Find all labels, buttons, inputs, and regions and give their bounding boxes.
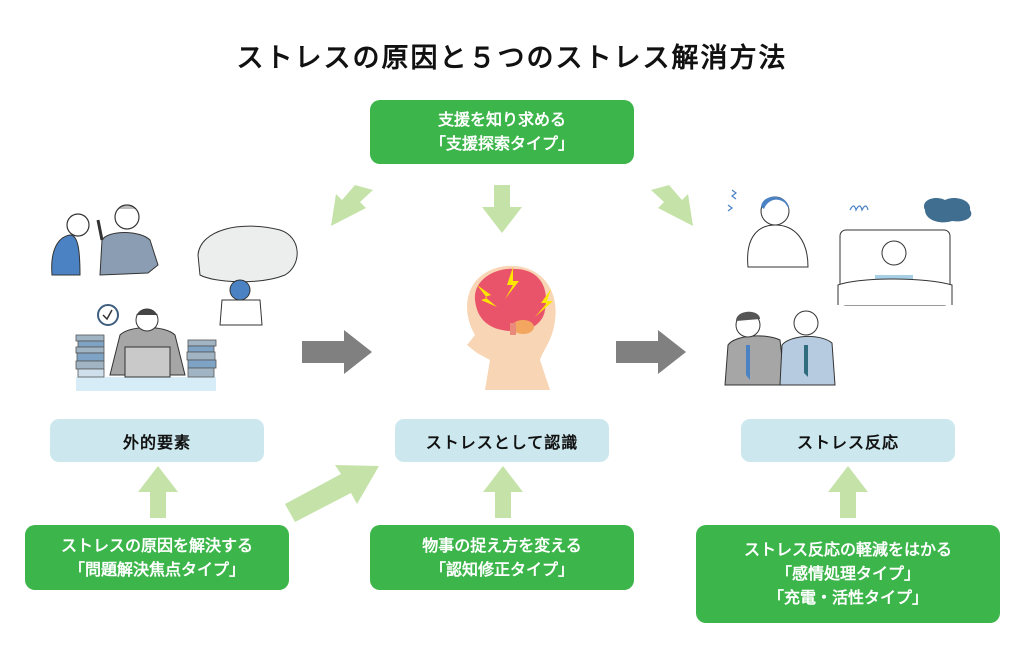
insomnia-figure — [837, 205, 953, 306]
problem-solving-line2: 「問題解決焦点タイプ」 — [68, 559, 245, 579]
external-stressors-illustration — [51, 204, 298, 391]
emotion-processing-box: ストレス反応の軽減をはかる 「感情処理タイプ」 「充電・活性タイプ」 — [696, 525, 1000, 623]
stress-reaction-illustration — [724, 189, 972, 386]
arrow-up-icon — [138, 466, 178, 518]
support-seeking-box: 支援を知り求める 「支援探索タイプ」 — [370, 100, 634, 164]
stage-recognition: ストレスとして認識 — [395, 419, 609, 462]
diagram-title: ストレスの原因と５つのストレス解消方法 — [236, 43, 788, 74]
arrow-down-right-icon — [651, 185, 693, 226]
stage-external-factors: 外的要素 — [50, 419, 264, 462]
arrow-up-icon — [483, 466, 523, 518]
brain-icon — [474, 268, 547, 332]
stage-reaction-label: ストレス反応 — [796, 432, 899, 452]
stage-reaction: ストレス反応 — [741, 419, 955, 462]
scolded-woman-figure — [51, 213, 90, 276]
emotion-processing-line2: 「感情処理タイプ」 — [775, 564, 920, 583]
arrow-right-gray-icon — [616, 330, 686, 374]
lightning-icon — [477, 285, 497, 307]
cognitive-correction-line2: 「認知修正タイプ」 — [429, 559, 574, 579]
stage-recognition-label: ストレスとして認識 — [425, 432, 579, 452]
arrow-right-gray-icon — [302, 330, 372, 374]
cognitive-correction-box: 物事の捉え方を変える 「認知修正タイプ」 — [370, 525, 634, 590]
arrow-down-left-icon — [331, 185, 373, 226]
headache-figure — [727, 189, 809, 268]
overworked-desk-figure — [75, 308, 217, 391]
boulder-carrying-figure — [197, 225, 298, 326]
cognitive-correction-line1: 物事の捉え方を変える — [422, 535, 582, 555]
arrow-up-icon — [828, 466, 868, 518]
clock-icon — [97, 304, 119, 326]
recharge-activation-line3: 「充電・活性タイプ」 — [767, 588, 928, 607]
suited-men-figure — [724, 310, 836, 386]
support-seeking-line2: 「支援探索タイプ」 — [429, 134, 574, 153]
arrow-up-right-icon — [285, 465, 379, 522]
emotion-processing-line1: ストレス反応の軽減をはかる — [743, 540, 952, 559]
angry-boss-figure — [96, 204, 159, 276]
problem-solving-line1: ストレスの原因を解決する — [60, 535, 253, 555]
stage-external-label: 外的要素 — [122, 432, 191, 452]
night-moon-icon — [924, 198, 972, 223]
support-seeking-line1: 支援を知り求める — [437, 110, 566, 129]
problem-solving-box: ストレスの原因を解決する 「問題解決焦点タイプ」 — [25, 525, 289, 590]
brain-head-illustration — [467, 265, 556, 390]
arrow-down-icon — [482, 185, 522, 233]
